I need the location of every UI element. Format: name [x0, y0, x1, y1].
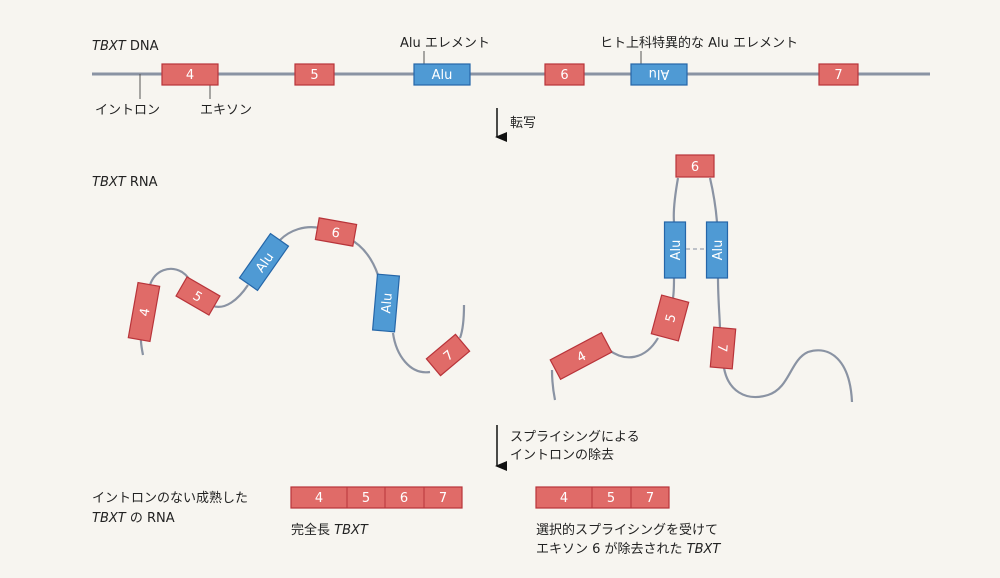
svg-text:4: 4	[137, 307, 153, 318]
full-exon-5: 5	[362, 491, 370, 506]
rna-title: TBXT RNA	[92, 175, 158, 190]
left-rna-strand	[139, 226, 466, 374]
right-rna-exon-5: 5	[650, 294, 690, 342]
full-length-mrna: 4 5 6 7	[290, 486, 463, 509]
intron-callout-label: イントロン	[95, 103, 160, 118]
left-rna-exon-7: 7	[425, 333, 471, 377]
splicing-label-line2: イントロンの除去	[510, 448, 614, 463]
left-rna-alu-2: Alu	[371, 273, 401, 333]
transcription-label: 転写	[510, 116, 536, 131]
right-rna-exon-6: 6	[675, 154, 715, 178]
dna-exon-4: 4	[161, 63, 219, 86]
full-exon-4: 4	[315, 491, 323, 506]
right-rna-strand	[550, 177, 854, 403]
right-rna-exon-4: 4	[549, 331, 613, 381]
svg-text:Alu: Alu	[649, 66, 670, 81]
dna-title: TBXT DNA	[92, 39, 159, 54]
dna-exon-6: 6	[544, 63, 585, 86]
skipped-exon-7: 7	[646, 491, 654, 506]
right-rna-alu-2: Alu	[705, 221, 729, 279]
exon-callout-label: エキソン	[200, 103, 252, 118]
full-length-caption: 完全長 TBXT	[291, 522, 369, 538]
svg-text:Alu: Alu	[669, 240, 684, 261]
right-rna-alu-1: Alu	[663, 221, 687, 279]
svg-text:5: 5	[663, 312, 680, 324]
full-exon-7: 7	[439, 491, 447, 506]
skipped-exon-5: 5	[607, 491, 615, 506]
svg-text:5: 5	[310, 68, 318, 83]
left-rna-exon-6: 6	[314, 217, 358, 247]
dna-primate-alu-element: Alu	[630, 63, 688, 86]
svg-text:6: 6	[330, 225, 341, 241]
left-rna-exon-5: 5	[175, 276, 221, 316]
splicing-label-line1: スプライシングによる	[510, 430, 640, 445]
svg-text:7: 7	[714, 343, 730, 353]
mature-rna-label-line1: イントロンのない成熟した	[92, 490, 248, 506]
svg-text:Alu: Alu	[379, 292, 396, 314]
dna-exon-5: 5	[294, 63, 335, 86]
skipped-caption-line1: 選択的スプライシングを受けて	[536, 522, 718, 538]
svg-text:Alu: Alu	[711, 240, 726, 261]
mature-rna-label-line2: TBXT の RNA	[92, 511, 175, 526]
svg-text:6: 6	[560, 68, 568, 83]
skipped-exon-4: 4	[560, 491, 568, 506]
left-rna-exon-4: 4	[127, 281, 161, 343]
svg-text:Alu: Alu	[432, 68, 453, 83]
dna-exon-7: 7	[818, 63, 859, 86]
svg-text:6: 6	[691, 160, 699, 175]
right-rna-exon-7: 7	[709, 326, 737, 370]
full-exon-6: 6	[400, 491, 408, 506]
left-rna-alu-1: Alu	[238, 232, 290, 292]
primate-alu-callout-label: ヒト上科特異的な Alu エレメント	[600, 35, 798, 51]
exon6-skipped-mrna: 4 5 7	[535, 486, 670, 509]
skipped-caption-line2: エキソン 6 が除去された TBXT	[536, 542, 721, 557]
dna-alu-element: Alu	[413, 63, 471, 86]
svg-text:4: 4	[186, 68, 194, 83]
alu-callout-label: Alu エレメント	[400, 36, 490, 51]
svg-text:7: 7	[834, 68, 842, 83]
